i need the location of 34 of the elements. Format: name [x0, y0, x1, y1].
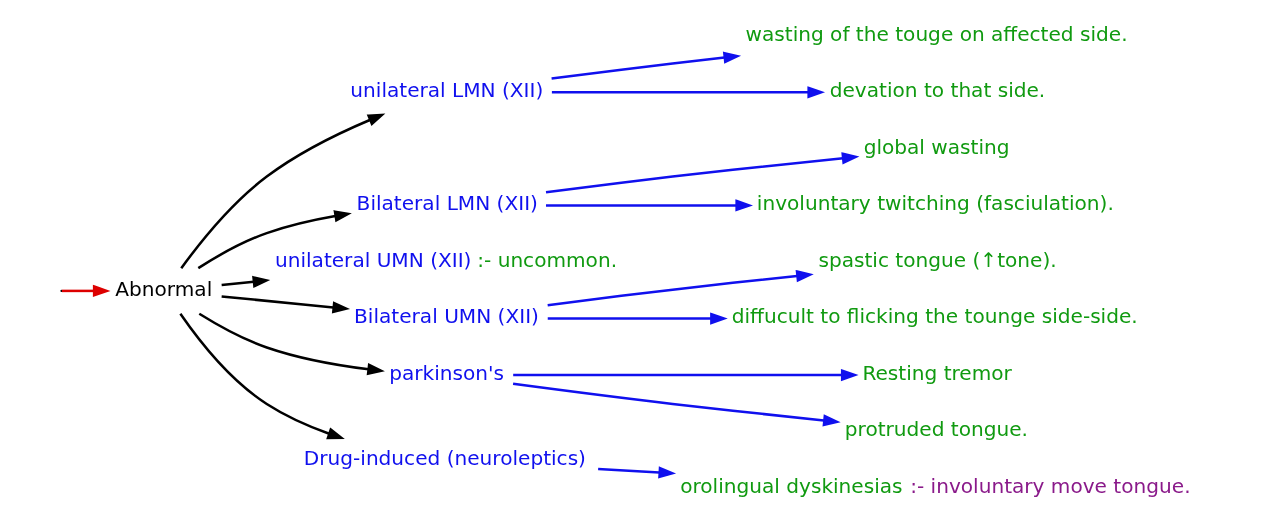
node-text: devation to that side.: [829, 78, 1046, 103]
node-text: wasting of the touge on affected side.: [745, 21, 1128, 46]
node-text: global wasting: [863, 134, 1010, 159]
node-text: unilateral UMN (XII): [274, 247, 472, 272]
node-text: orolingual dyskinesias: [680, 473, 903, 498]
arrow: [221, 295, 350, 314]
arrow: [598, 466, 677, 479]
arrow: [62, 284, 111, 298]
arrow: [551, 51, 742, 80]
arrow: [221, 275, 271, 289]
arrow: [546, 199, 753, 212]
node-text: Resting tremor: [862, 360, 1012, 385]
arrow: [551, 86, 825, 99]
arrow: [180, 113, 386, 269]
arrow: [513, 368, 859, 382]
arrow: [545, 152, 860, 194]
node-text: spastic tongue (↑tone).: [818, 247, 1057, 272]
node-label: :- involuntary move tongue.: [910, 473, 1191, 498]
node-text: involuntary twitching (fasciulation).: [756, 191, 1114, 216]
node-text: unilateral LMN (XII): [350, 78, 544, 103]
node-text: Bilateral LMN (XII): [356, 191, 538, 216]
arrow: [512, 382, 841, 427]
node-text: diffucult to flicking the tounge side-side.: [731, 304, 1138, 329]
node-text: protruded tongue.: [844, 417, 1028, 442]
node-text: parkinson's: [389, 360, 505, 385]
node-text: Drug-induced (neuroleptics): [303, 446, 586, 471]
arrow: [547, 312, 728, 325]
arrow: [198, 312, 385, 376]
node-label: :- uncommon.: [477, 247, 618, 272]
node-text: Bilateral UMN (XII): [354, 304, 539, 329]
arrow: [197, 210, 352, 270]
arrow: [547, 269, 814, 307]
arrow: [179, 313, 345, 440]
node-text: Abnormal: [115, 276, 213, 301]
